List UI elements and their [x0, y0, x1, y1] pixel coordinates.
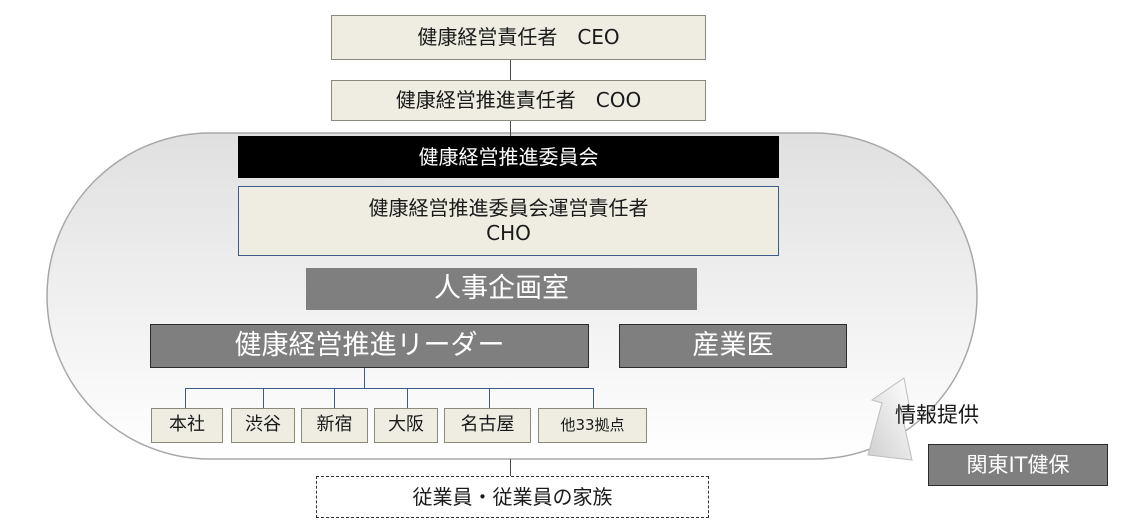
- site-box-shinjuku: 新宿: [301, 408, 368, 443]
- hr-office-box: 人事企画室: [306, 268, 697, 310]
- committee-label: 健康経営推進委員会: [418, 144, 599, 169]
- employees-label: 従業員・従業員の家族: [412, 484, 613, 509]
- info-provision-label: 情報提供: [895, 398, 1011, 432]
- ceo-label: 健康経営責任者 CEO: [417, 25, 620, 49]
- site-box-honsha: 本社: [151, 408, 223, 443]
- info-arrow-shape: [867, 377, 913, 461]
- insurer-label: 関東IT健保: [966, 452, 1070, 477]
- coo-box: 健康経営推進責任者 COO: [331, 80, 706, 121]
- employees-box: 従業員・従業員の家族: [316, 476, 709, 518]
- connector-container-employees: [510, 459, 511, 476]
- site-box-osaka: 大阪: [374, 408, 438, 443]
- site-drop-honsha: [185, 388, 186, 408]
- connector-leaders-sites: [364, 368, 365, 388]
- connector-coo-committee: [510, 121, 511, 136]
- info-provision-text: 情報提供: [895, 402, 979, 427]
- site-box-shibuya: 渋谷: [231, 408, 295, 443]
- site-label: 新宿: [316, 414, 353, 436]
- site-box-others: 他33拠点: [538, 408, 647, 443]
- site-drop-others: [593, 388, 594, 408]
- committee-box: 健康経営推進委員会: [238, 136, 779, 178]
- leaders-label: 健康経営推進リーダー: [234, 330, 505, 362]
- site-drop-nagoya: [489, 388, 490, 408]
- site-label: 他33拠点: [560, 416, 625, 435]
- ceo-box: 健康経営責任者 CEO: [331, 15, 706, 60]
- committee-manager-box: 健康経営推進委員会運営責任者 CHO: [238, 186, 779, 256]
- committee-manager-title: 健康経営推進委員会運営責任者: [368, 196, 649, 220]
- site-drop-shibuya: [263, 388, 264, 408]
- site-drop-osaka: [407, 388, 408, 408]
- leaders-box: 健康経営推進リーダー: [150, 324, 589, 368]
- site-label: 渋谷: [245, 414, 281, 436]
- site-label: 本社: [169, 414, 205, 436]
- industrial-doctor-box: 産業医: [619, 324, 847, 368]
- hr-office-label: 人事企画室: [434, 273, 569, 305]
- site-box-nagoya: 名古屋: [444, 408, 531, 443]
- committee-manager-role: CHO: [486, 221, 531, 245]
- site-label: 大阪: [388, 414, 424, 436]
- industrial-doctor-label: 産業医: [692, 330, 774, 362]
- site-drop-shinjuku: [334, 388, 335, 408]
- insurer-box: 関東IT健保: [928, 444, 1108, 486]
- connector-ceo-coo: [510, 60, 511, 80]
- site-label: 名古屋: [460, 414, 515, 436]
- sites-horizontal-bus: [185, 388, 593, 389]
- coo-label: 健康経営推進責任者 COO: [395, 88, 642, 112]
